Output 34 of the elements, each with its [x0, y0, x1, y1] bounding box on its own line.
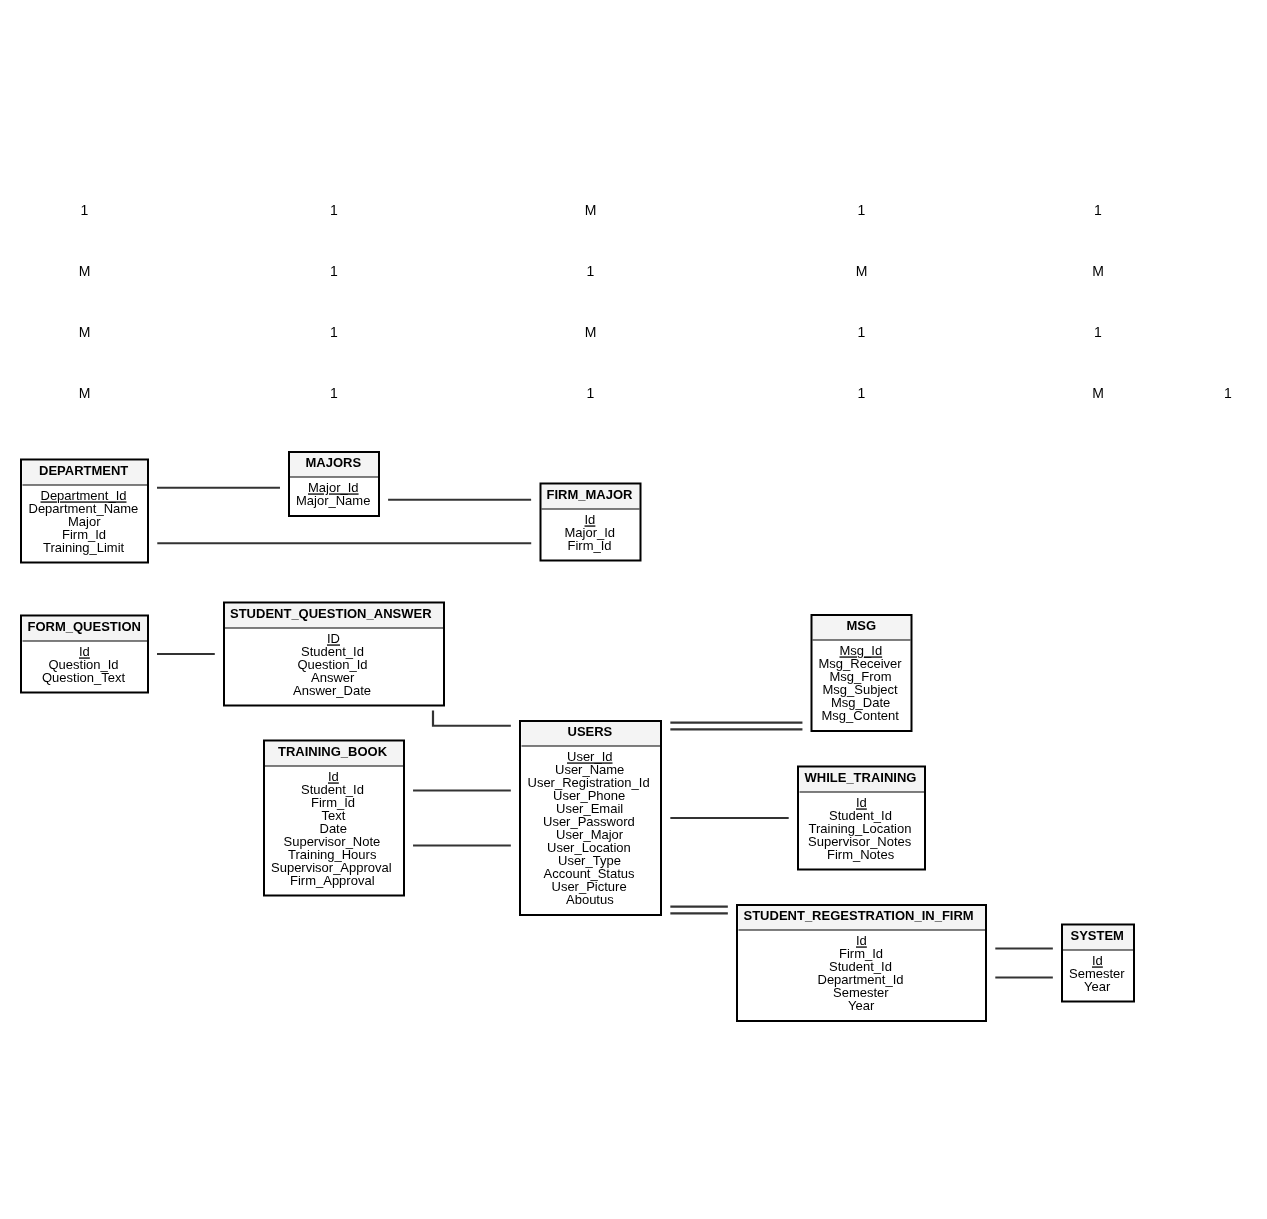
label: 1 — [330, 384, 338, 401]
connector — [995, 947, 1053, 950]
connector — [670, 912, 728, 915]
label: M — [584, 201, 597, 218]
connector — [670, 905, 728, 908]
label: 1 — [1094, 323, 1102, 340]
connector — [388, 498, 532, 501]
label: M — [78, 262, 91, 279]
label: 1 — [330, 323, 338, 340]
label: 1 — [1094, 201, 1102, 218]
connector — [995, 976, 1053, 979]
connector — [413, 789, 511, 792]
connector — [670, 816, 789, 820]
connector — [670, 728, 803, 731]
label: 1 — [586, 384, 595, 401]
connector — [413, 844, 511, 847]
label: M — [1092, 384, 1104, 401]
label: 1 — [586, 262, 595, 279]
label: M — [78, 323, 91, 340]
label: M — [1092, 262, 1104, 279]
connector — [157, 542, 532, 545]
label: 1 — [330, 201, 338, 218]
label: 1 — [80, 201, 89, 218]
label: 1 — [857, 384, 866, 401]
label: 1 — [857, 323, 866, 340]
connector — [157, 652, 215, 656]
label: M — [584, 323, 597, 340]
label: M — [78, 384, 91, 401]
connector — [670, 721, 803, 724]
label: 1 — [330, 262, 338, 279]
label: M — [855, 262, 868, 279]
label: 1 — [857, 201, 866, 218]
label: 1 — [1224, 384, 1232, 401]
connector — [157, 486, 280, 489]
